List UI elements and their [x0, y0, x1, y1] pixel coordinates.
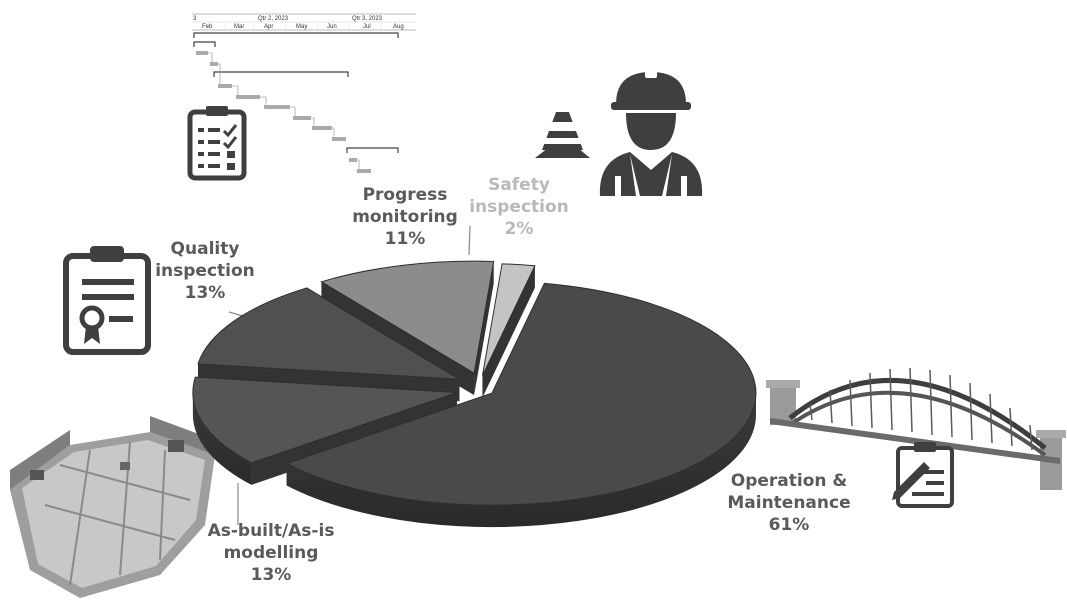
- gantt-quarter-1: Qtr 2, 2023: [258, 16, 289, 22]
- label-safety-percent: 2%: [504, 219, 534, 239]
- safety-cone-icon: [535, 112, 590, 158]
- gantt-month: Mar: [234, 24, 244, 30]
- gantt-month: Jul: [363, 24, 371, 30]
- label-om-line1: Operation &: [730, 471, 848, 491]
- arch-bridge-image: [766, 367, 1066, 490]
- label-progress-monitoring: Progress monitoring 11%: [340, 184, 470, 250]
- label-safety-line2: inspection: [469, 197, 569, 217]
- pie-slice-edge: [482, 265, 535, 398]
- pie-slice-safety-inspection: [481, 263, 536, 376]
- svg-text:3: 3: [193, 16, 197, 22]
- label-safety-inspection: Safety inspection 2%: [462, 174, 576, 240]
- pie-slice-side: [192, 392, 252, 485]
- pie-slice-progress-monitoring: [320, 260, 495, 374]
- label-asbuilt-percent: 13%: [250, 565, 292, 585]
- label-quality-percent: 13%: [184, 283, 226, 303]
- label-om-percent: 61%: [768, 515, 810, 535]
- construction-worker-icon: [599, 68, 703, 196]
- point-cloud-building-image: [10, 416, 215, 598]
- label-as-built-modelling: As-built/As-is modelling 13%: [192, 520, 350, 586]
- pie-slice-as-built-as-is-modelling: [192, 376, 458, 464]
- label-asbuilt-line2: modelling: [223, 543, 319, 563]
- gantt-month: May: [296, 24, 307, 30]
- label-quality-line1: Quality: [170, 239, 240, 259]
- label-om-line2: Maintenance: [727, 493, 851, 513]
- gantt-quarter-2: Qtr 3, 2023: [352, 16, 383, 22]
- pie-slice-side: [286, 393, 756, 528]
- label-progress-percent: 11%: [384, 229, 426, 249]
- pie-slice-quality-inspection: [197, 287, 460, 380]
- clipboard-edit-icon: [892, 442, 954, 508]
- pie-slice-operation-maintenance: [285, 282, 757, 506]
- label-quality-inspection: Quality inspection 13%: [148, 238, 262, 304]
- label-progress-line2: monitoring: [352, 207, 458, 227]
- label-quality-line2: inspection: [155, 261, 255, 281]
- gantt-month: Feb: [202, 24, 213, 30]
- checklist-icon: [187, 106, 247, 181]
- gantt-month: Aug: [393, 24, 404, 30]
- pie-chart: [192, 260, 757, 528]
- pie-slice-edge: [474, 261, 494, 396]
- label-safety-line1: Safety: [488, 175, 550, 195]
- label-asbuilt-line1: As-built/As-is: [207, 521, 335, 541]
- certificate-clipboard-icon: [63, 246, 151, 355]
- label-progress-line1: Progress: [362, 185, 448, 205]
- gantt-month: Apr: [264, 24, 273, 30]
- gantt-month: Jun: [327, 24, 337, 30]
- label-operation-maintenance: Operation & Maintenance 61%: [716, 470, 862, 536]
